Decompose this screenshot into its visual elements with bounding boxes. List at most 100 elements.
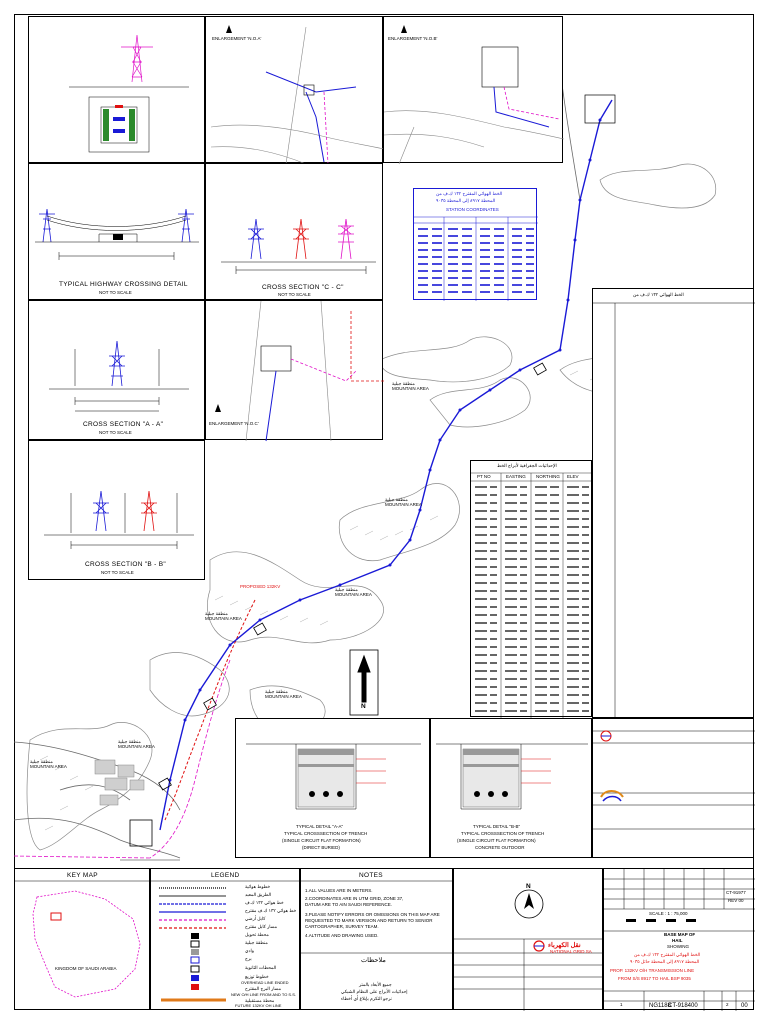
section-a-title: CROSS SECTION "A - A"	[83, 421, 164, 428]
legend-ar-1: الطريق المعبد	[245, 892, 272, 897]
key-map-title: KEY MAP	[67, 872, 98, 879]
enlargement-b-label: ENLARGEMENT 'N.O.B'	[388, 36, 438, 41]
side-rev: REV 00	[728, 898, 744, 903]
legend-en-11: OVERHEAD LINE ENDED	[241, 980, 289, 985]
detail-tower-elevation	[28, 16, 205, 163]
route-tower-markers	[168, 118, 602, 782]
note-1: 1.ALL VALUES ARE IN METERS.	[305, 888, 373, 893]
legend-ar-0: خطوط هوائية	[245, 884, 271, 889]
title-showing: SHOWING	[667, 944, 689, 949]
trench-detail-a: TYPICAL DETAIL "A-A" TYPICAL CROSSSECTIO…	[235, 718, 430, 858]
right-table-h1: PT NO	[477, 474, 491, 479]
legend-ar-3: خط هوائي ١٣٢ ك.ف مقترح	[245, 908, 297, 913]
detail-section-a: CROSS SECTION "A - A" NOT TO SCALE	[28, 300, 205, 440]
section-c-title: CROSS SECTION "C - C"	[262, 284, 344, 291]
trench-a-title-2: TYPICAL CROSSSECTION OF TRENCH	[284, 831, 368, 836]
right-table-title: الإحداثيات الجغرافية لأبراج الخط	[497, 463, 557, 468]
detail-highway-crossing: TYPICAL HIGHWAY CROSSING DETAIL NOT TO S…	[28, 163, 205, 300]
map-north-arrow	[349, 649, 379, 716]
trench-b-title-4: CONCRETE OUTDOOR	[475, 845, 525, 850]
revision-number: 00	[741, 1003, 748, 1009]
upper-coordinate-table: الخط الهوائي المقترح ١٣٢ ك.ف من المحطة ٨…	[413, 188, 538, 301]
detail-section-c: CROSS SECTION "C - C" NOT TO SCALE	[205, 163, 383, 300]
upper-table-subtitle: STATION COORDINATES	[446, 207, 499, 212]
legend-ar-12: مسار البرج المقترح	[245, 986, 282, 991]
route-label: PROPOSED 132KV	[240, 584, 281, 589]
legend-en-12: NEW O/H LINE FROM AND TO S.S.	[231, 992, 296, 997]
notes-ar-3: نرجو التكرم بإبلاغ أي أخطاء	[341, 996, 392, 1001]
notes-ar-1: جميع الأبعاد بالمتر	[359, 982, 392, 987]
title-ar-2: المحطة ٨٩١٧ إلى المحطة حائل ٩٠٣٥	[630, 959, 700, 964]
right-table-h2: EASTING	[506, 474, 526, 479]
side-code: CT-91977	[726, 890, 746, 895]
title-hail: HAIL	[672, 938, 683, 943]
highway-title: TYPICAL HIGHWAY CROSSING DETAIL	[59, 281, 188, 288]
right-table-h3: NORTHING	[536, 474, 560, 479]
existing-line-magenta-2	[13, 855, 151, 859]
title-en-2: FROM S/S 8917 TO HAIL BSP 9035	[618, 976, 691, 981]
revision-header-ar: الخط الهوائي ١٣٢ ك.ف من	[633, 292, 684, 297]
legend-ar-13: محطة مستقبلية	[245, 998, 275, 1003]
highway-nts: NOT TO SCALE	[99, 290, 132, 295]
north-symbol-label: N	[526, 883, 531, 890]
note-5: REQUESTED TO MARK VERSION AND RETURN TO …	[305, 918, 433, 923]
trench-detail-b: TYPICAL DETAIL "B-B" TYPICAL CROSSSECTIO…	[430, 718, 592, 858]
section-a-nts: NOT TO SCALE	[99, 430, 132, 435]
drawing-number: NG1188	[649, 1003, 671, 1009]
enlargement-a-label: ENLARGEMENT 'N.O.A'	[212, 36, 262, 41]
detail-section-b: CROSS SECTION "B - B" NOT TO SCALE	[28, 440, 205, 580]
right-table-h4: ELEV	[567, 474, 579, 479]
note-2: 2.COORDINATES ARE IN UTM GRID, ZONE 37,	[305, 896, 404, 901]
legend-ar-8: وادي	[245, 948, 254, 953]
existing-line-magenta	[149, 659, 231, 859]
proposed-line-red	[164, 599, 256, 821]
title-block: SCALE : 1 : 75,000 BASE MAP OF HAIL SHOW…	[603, 868, 755, 1011]
note-4: 3.PLEASE NOTIFY ERRORS OR OMISSIONS ON T…	[305, 912, 440, 917]
notes-title: NOTES	[359, 872, 383, 879]
enlargement-c-label: ENLARGEMENT 'N.O.C'	[209, 421, 259, 426]
sheet-of: 2	[726, 1002, 729, 1007]
legend-ar-7: منطقة جبلية	[245, 940, 268, 945]
detail-enlargement-b: ENLARGEMENT 'N.O.B'	[383, 16, 565, 165]
legend-ar-2: خط هوائي ١٣٢ ك.ف	[245, 900, 284, 905]
key-map-kingdom: KINGDOM OF SAUDI ARABIA	[55, 966, 117, 971]
substation-end	[584, 94, 616, 124]
approval-panel	[592, 718, 755, 858]
section-b-title: CROSS SECTION "B - B"	[85, 561, 166, 568]
trench-b-title-2: TYPICAL CROSSSECTION OF TRENCH	[461, 831, 545, 836]
notes: NOTES 1.ALL VALUES ARE IN METERS. 2.COOR…	[300, 868, 454, 1010]
note-7: 4.ALTITUDE AND DRAWING USED.	[305, 933, 379, 938]
revision-panel: الخط الهوائي ١٣٢ ك.ف من	[592, 288, 755, 719]
trench-a-title-1: TYPICAL DETAIL "A-A"	[296, 824, 344, 829]
note-3: DATUM ARE TO AIN SAUDI REFERENCE.	[305, 902, 393, 907]
trench-b-title-1: TYPICAL DETAIL "B-B"	[473, 824, 521, 829]
title-ar-1: الخط الهوائي المقترح ١٣٢ ك.ف من	[634, 952, 701, 957]
legend-ar-5: مسار كابل مقترح	[245, 924, 278, 929]
detail-enlargement-c: ENLARGEMENT 'N.O.C'	[205, 300, 384, 442]
legend-title: LEGEND	[211, 872, 240, 879]
section-b-nts: NOT TO SCALE	[101, 570, 134, 575]
sheet-number: 1	[620, 1002, 623, 1007]
upper-table-title-2: المحطة ٨٩١٧ إلى المحطة ٩٠٣٥	[436, 198, 496, 203]
notes-ar-2: إحداثيات الأبراج على النظام الشبكي	[341, 989, 408, 994]
trench-b-title-3: (SINGLE CIRCUIT FLAT FORMATION)	[457, 838, 536, 843]
company-block: N نقل الكهرباء NATIONAL GRID SA	[453, 868, 604, 1011]
legend: LEGEND خطوط هوائية الطريق المعبد خط هوائ…	[150, 868, 301, 1010]
town-blocks	[94, 759, 145, 806]
section-markers	[158, 362, 547, 791]
legend-ar-4: كابل أرضي	[245, 916, 266, 921]
legend-ar-9: برج	[245, 956, 252, 961]
legend-ar-10: المحطات الثانوية	[245, 965, 277, 970]
notes-ar-header: ملاحظات	[361, 957, 386, 964]
key-map: KEY MAP KINGDOM OF SAUDI ARABIA	[14, 868, 151, 1010]
tower-elevation-drawing	[69, 34, 189, 153]
upper-table-title-1: الخط الهوائي المقترح ١٣٢ ك.ف من	[436, 191, 503, 196]
title-base-map: BASE MAP OF	[664, 932, 696, 937]
note-6: CARTOGRAPHER, SURVEY TEAM.	[305, 924, 379, 929]
